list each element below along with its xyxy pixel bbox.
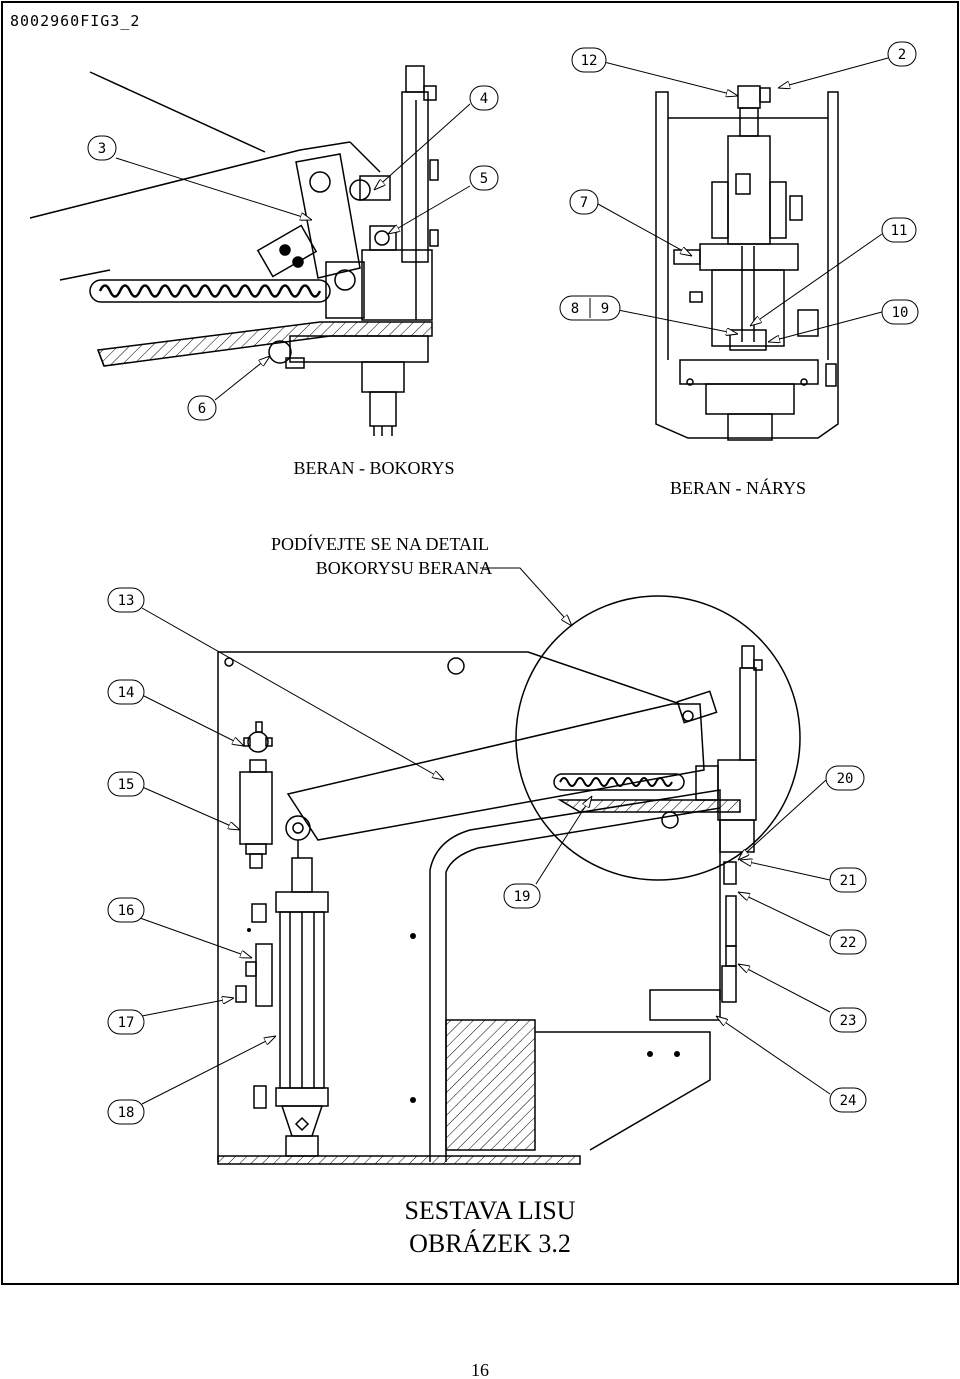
frame-fastener-dots bbox=[247, 928, 680, 1103]
callout-18: 18 bbox=[118, 1105, 135, 1121]
callout-21: 21 bbox=[840, 873, 857, 889]
callout-6: 6 bbox=[198, 401, 206, 417]
callout-10: 10 bbox=[892, 305, 909, 321]
callout-11: 11 bbox=[891, 223, 908, 239]
callout-bubbles bbox=[87, 41, 919, 1125]
callout-9: 9 bbox=[601, 301, 609, 317]
ram-side-view bbox=[29, 65, 439, 436]
callout-14: 14 bbox=[118, 685, 135, 701]
callout-22: 22 bbox=[840, 935, 857, 951]
ram-front-view bbox=[655, 85, 839, 441]
drawing-border bbox=[1, 1, 959, 1285]
caption-title: SESTAVA LISU bbox=[404, 1196, 575, 1225]
callout-8: 8 bbox=[571, 301, 579, 317]
side-view-title: BERAN - BOKORYS bbox=[293, 458, 454, 478]
callout-7: 7 bbox=[580, 195, 588, 211]
press-assembly bbox=[217, 595, 801, 1165]
detail-note-line1: PODÍVEJTE SE NA DETAIL bbox=[271, 533, 489, 554]
callout-23: 23 bbox=[840, 1013, 857, 1029]
callout-19: 19 bbox=[514, 889, 531, 905]
callout-17: 17 bbox=[118, 1015, 135, 1031]
page-number: 16 bbox=[471, 1360, 489, 1379]
callout-4: 4 bbox=[480, 91, 488, 107]
front-view-title: BERAN - NÁRYS bbox=[670, 477, 806, 498]
caption-figure: OBRÁZEK 3.2 bbox=[409, 1229, 571, 1258]
callout-12: 12 bbox=[581, 53, 598, 69]
callout-16: 16 bbox=[118, 903, 135, 919]
detail-note-line2: BOKORYSU BERANA bbox=[316, 558, 493, 578]
callout-2: 2 bbox=[898, 47, 906, 63]
callout-24: 24 bbox=[840, 1093, 857, 1109]
leader-lines bbox=[115, 57, 889, 1105]
callout-3: 3 bbox=[98, 141, 106, 157]
callout-20: 20 bbox=[837, 771, 854, 787]
callout-15: 15 bbox=[118, 777, 135, 793]
callout-13: 13 bbox=[118, 593, 135, 609]
callout-labels: 4 5 3 6 12 2 7 11 8 9 10 13 14 15 16 17 … bbox=[98, 47, 909, 1121]
callout-5: 5 bbox=[480, 171, 488, 187]
figure-code: 8002960FIG3_2 bbox=[10, 12, 140, 30]
